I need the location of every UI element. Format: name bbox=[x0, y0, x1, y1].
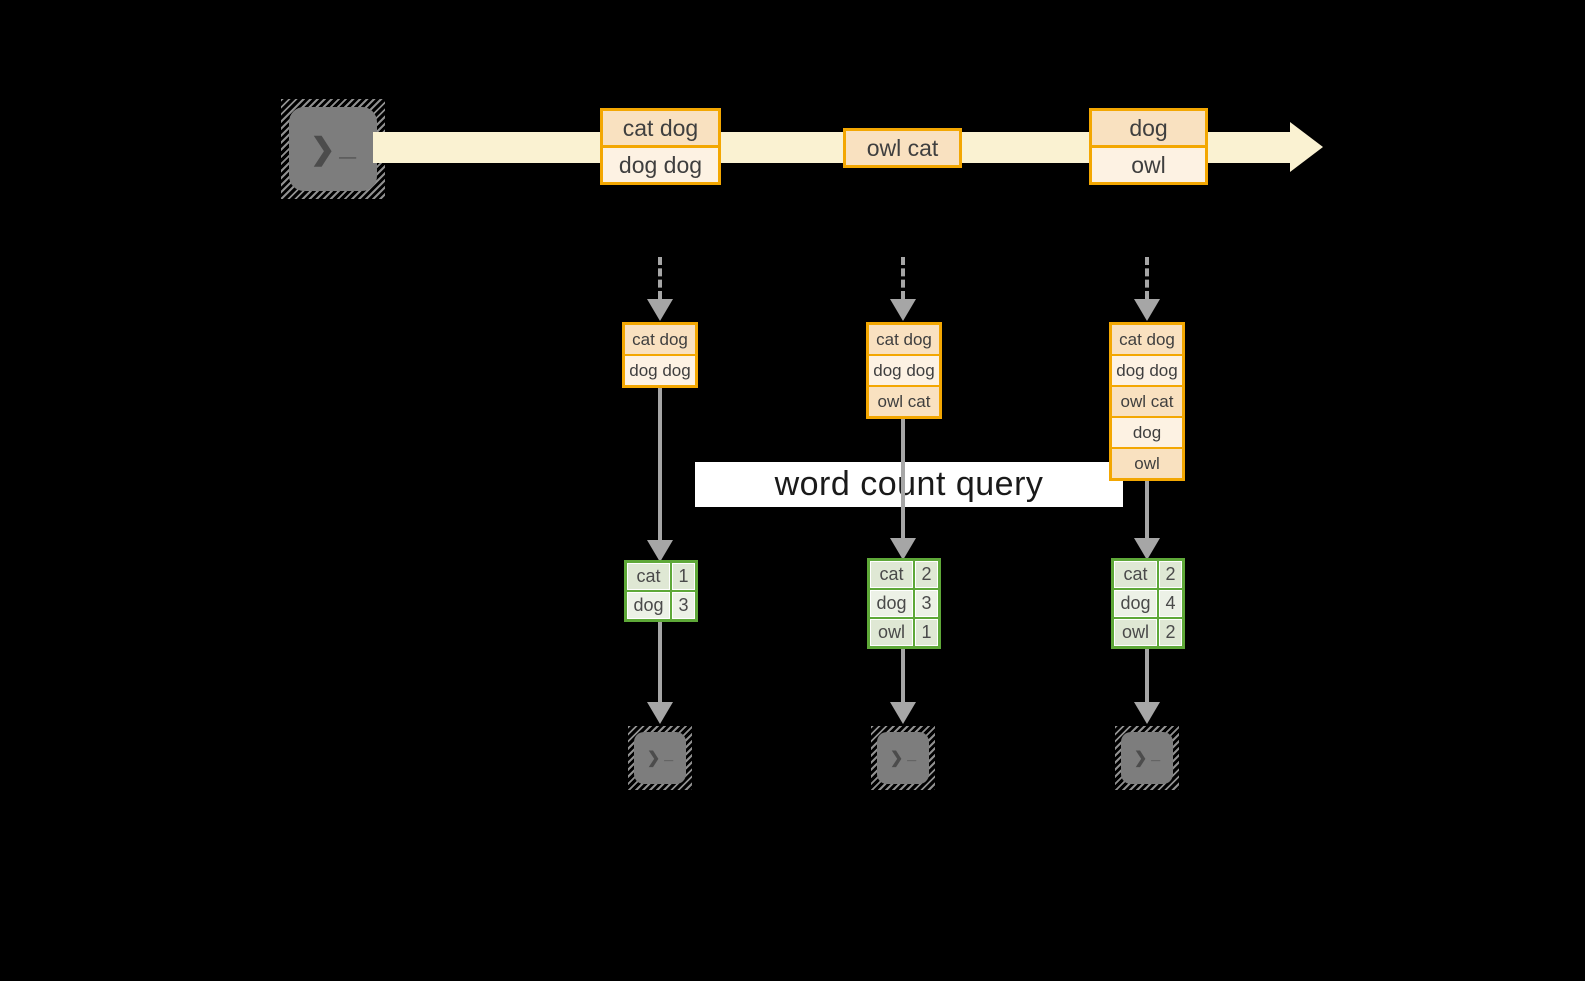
word-cell: cat bbox=[870, 561, 913, 588]
output-arrow bbox=[658, 622, 662, 702]
sink-terminal-icon: ❯_ bbox=[628, 726, 692, 790]
query-band: word count query bbox=[695, 462, 1123, 507]
batch-line: dog dog bbox=[603, 148, 718, 182]
terminal-cursor-icon: _ bbox=[664, 746, 674, 763]
dashed-arrowhead-icon bbox=[647, 299, 673, 321]
input-row: cat dog bbox=[1112, 325, 1182, 354]
input-row: cat dog bbox=[625, 325, 695, 354]
terminal-prompt-icon: ❯ bbox=[1133, 750, 1148, 767]
count-cell: 1 bbox=[915, 619, 938, 646]
source-terminal-icon: ❯_ bbox=[281, 99, 385, 199]
input-table-1: cat dog dog dog bbox=[622, 322, 698, 388]
input-row: owl bbox=[1112, 449, 1182, 478]
output-arrowhead-icon bbox=[890, 702, 916, 724]
dashed-arrow bbox=[901, 257, 905, 299]
input-row: dog bbox=[1112, 418, 1182, 447]
query-arrow bbox=[658, 388, 662, 540]
output-arrowhead-icon bbox=[1134, 702, 1160, 724]
terminal-prompt-icon: ❯ bbox=[646, 750, 661, 767]
query-arrow bbox=[901, 419, 905, 538]
count-cell: 3 bbox=[915, 590, 938, 617]
stream-batch-3: dog owl bbox=[1089, 108, 1208, 185]
result-table-3: cat 2 dog 4 owl 2 bbox=[1111, 558, 1185, 649]
word-cell: dog bbox=[1114, 590, 1157, 617]
terminal-cursor-icon: _ bbox=[1151, 746, 1161, 763]
query-arrowhead-icon bbox=[890, 538, 916, 560]
output-arrow bbox=[1145, 649, 1149, 702]
batch-line: owl cat bbox=[846, 131, 959, 165]
count-cell: 1 bbox=[672, 563, 695, 590]
input-row: dog dog bbox=[869, 356, 939, 385]
terminal-prompt-icon: ❯ bbox=[310, 132, 336, 166]
sink-terminal-icon: ❯_ bbox=[871, 726, 935, 790]
result-table-1: cat 1 dog 3 bbox=[624, 560, 698, 622]
word-cell: dog bbox=[627, 592, 670, 619]
dashed-arrow bbox=[658, 257, 662, 299]
output-arrow bbox=[901, 649, 905, 702]
terminal-cursor-icon: _ bbox=[339, 129, 356, 162]
data-stream-arrowhead-icon bbox=[1290, 122, 1323, 172]
batch-line: owl bbox=[1092, 148, 1205, 182]
count-cell: 3 bbox=[672, 592, 695, 619]
word-cell: cat bbox=[627, 563, 670, 590]
input-table-2: cat dog dog dog owl cat bbox=[866, 322, 942, 419]
query-arrowhead-icon bbox=[647, 540, 673, 562]
word-cell: owl bbox=[1114, 619, 1157, 646]
query-arrowhead-icon bbox=[1134, 538, 1160, 560]
batch-line: dog bbox=[1092, 111, 1205, 145]
dashed-arrow bbox=[1145, 257, 1149, 299]
terminal-cursor-icon: _ bbox=[907, 746, 917, 763]
dashed-arrowhead-icon bbox=[1134, 299, 1160, 321]
input-row: owl cat bbox=[1112, 387, 1182, 416]
query-label: word count query bbox=[774, 465, 1044, 503]
dashed-arrowhead-icon bbox=[890, 299, 916, 321]
query-arrow bbox=[1145, 481, 1149, 538]
stream-batch-1: cat dog dog dog bbox=[600, 108, 721, 185]
input-row: dog dog bbox=[1112, 356, 1182, 385]
word-cell: dog bbox=[870, 590, 913, 617]
count-cell: 2 bbox=[1159, 561, 1182, 588]
output-arrowhead-icon bbox=[647, 702, 673, 724]
input-row: owl cat bbox=[869, 387, 939, 416]
stream-batch-2: owl cat bbox=[843, 128, 962, 168]
input-row: dog dog bbox=[625, 356, 695, 385]
word-cell: cat bbox=[1114, 561, 1157, 588]
input-table-3: cat dog dog dog owl cat dog owl bbox=[1109, 322, 1185, 481]
count-cell: 2 bbox=[1159, 619, 1182, 646]
terminal-prompt-icon: ❯ bbox=[889, 750, 904, 767]
batch-line: cat dog bbox=[603, 111, 718, 145]
sink-terminal-icon: ❯_ bbox=[1115, 726, 1179, 790]
input-row: cat dog bbox=[869, 325, 939, 354]
count-cell: 4 bbox=[1159, 590, 1182, 617]
count-cell: 2 bbox=[915, 561, 938, 588]
word-cell: owl bbox=[870, 619, 913, 646]
result-table-2: cat 2 dog 3 owl 1 bbox=[867, 558, 941, 649]
